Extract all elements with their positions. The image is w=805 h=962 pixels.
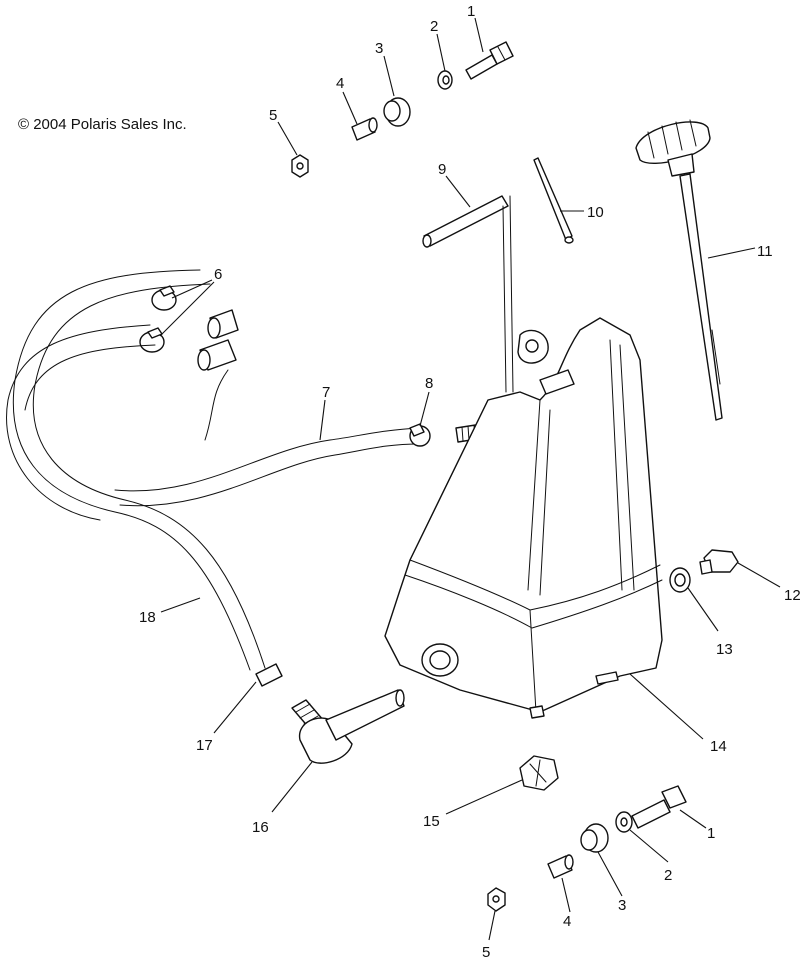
callout-2-bottom: 2: [664, 867, 672, 884]
callout-15: 15: [423, 813, 440, 830]
washer-upper: [437, 70, 453, 90]
callout-12: 12: [784, 587, 801, 604]
callout-labels: 1 2 3 4 5 6 7 8 9 10 11 12 13 14 15 16 1…: [139, 3, 801, 961]
sealing-washer: [669, 567, 691, 593]
callout-4-top: 4: [336, 75, 344, 92]
nut-upper: [291, 154, 309, 178]
oil-tank: [384, 317, 663, 719]
bushing-lower: [580, 823, 609, 853]
leader-lines: [159, 17, 781, 941]
callout-3-bottom: 3: [618, 897, 626, 914]
copyright-notice: © 2004 Polaris Sales Inc.: [18, 116, 187, 133]
callout-3-top: 3: [375, 40, 383, 57]
callout-11: 11: [757, 243, 773, 260]
nut-lower: [487, 887, 506, 912]
bolt-upper: [465, 41, 514, 80]
hose-clamps: [139, 285, 239, 441]
callout-5-top: 5: [269, 107, 277, 124]
cable-tie: [533, 157, 574, 244]
oil-hoses: [6, 269, 421, 671]
spacer-lower: [547, 854, 574, 879]
callout-13: 13: [716, 641, 733, 658]
elbow-fitting: [291, 689, 405, 764]
callout-14: 14: [710, 738, 727, 755]
callout-18: 18: [139, 609, 156, 626]
hose-clamp-8: [409, 423, 431, 447]
callout-8: 8: [425, 375, 433, 392]
callout-16: 16: [252, 819, 269, 836]
dipstick-cap: [635, 119, 723, 421]
callout-2-top: 2: [430, 18, 438, 35]
hose-sleeve: [255, 663, 283, 687]
callout-10: 10: [587, 204, 604, 221]
callout-1-top: 1: [467, 3, 475, 20]
drain-bolt: [699, 549, 739, 575]
callout-5-bottom: 5: [482, 944, 490, 961]
bushing-upper: [383, 97, 411, 127]
spacer-upper: [351, 117, 378, 141]
callout-17: 17: [196, 737, 213, 754]
bolt-lower: [631, 785, 687, 829]
vent-hose: [422, 195, 514, 393]
washer-lower: [615, 811, 633, 833]
crown-nut: [519, 755, 559, 791]
callout-4-bottom: 4: [563, 913, 571, 930]
callout-6: 6: [214, 266, 222, 283]
callout-9: 9: [438, 161, 446, 178]
callout-7: 7: [322, 384, 330, 401]
callout-1-bottom: 1: [707, 825, 715, 842]
